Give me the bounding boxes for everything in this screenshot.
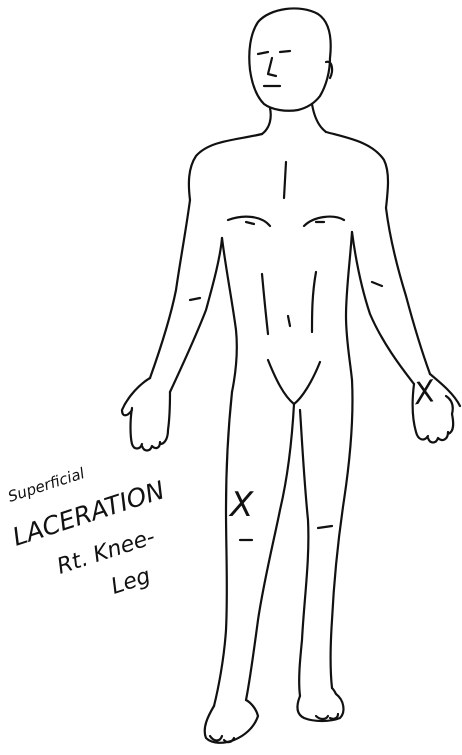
sternum	[284, 162, 286, 198]
abdomen-right	[312, 272, 316, 332]
mark-x-right-knee: X	[228, 485, 254, 525]
left-elbow	[190, 298, 200, 300]
neck-left	[262, 108, 271, 134]
right-knee-line	[318, 526, 332, 528]
head-outline	[249, 8, 330, 110]
left-arm-inner	[170, 238, 222, 392]
neck-right	[312, 104, 326, 132]
torso-left-side	[222, 238, 237, 392]
eyebrow-right	[280, 51, 290, 52]
annotation-line-1: Superficial	[6, 464, 88, 506]
left-hand	[122, 378, 170, 451]
injury-marks: X X	[228, 374, 439, 525]
nipple-left	[246, 222, 254, 224]
right-leg-outer	[331, 380, 353, 688]
annotation-line-4: Leg	[108, 564, 154, 600]
injury-annotation: Superficial LACERATION Rt. Knee- Leg	[6, 464, 169, 600]
right-shoulder	[326, 132, 388, 208]
left-foot	[205, 700, 258, 743]
right-elbow	[372, 282, 382, 286]
right-toes	[316, 714, 338, 719]
navel	[288, 316, 290, 326]
left-leg-outer	[214, 392, 232, 706]
torso-right-side	[346, 232, 352, 380]
left-shoulder	[189, 134, 262, 200]
mark-x-left-wrist: X	[410, 374, 440, 413]
right-arm-outer	[386, 208, 430, 374]
left-leg-inner	[246, 404, 294, 700]
right-leg-inner	[299, 410, 308, 696]
groin	[268, 360, 320, 404]
eyebrow-left	[258, 52, 268, 54]
nose	[268, 58, 276, 76]
right-arm-inner	[352, 232, 414, 384]
abdomen-left	[262, 274, 268, 334]
left-arm-outer	[150, 200, 190, 378]
